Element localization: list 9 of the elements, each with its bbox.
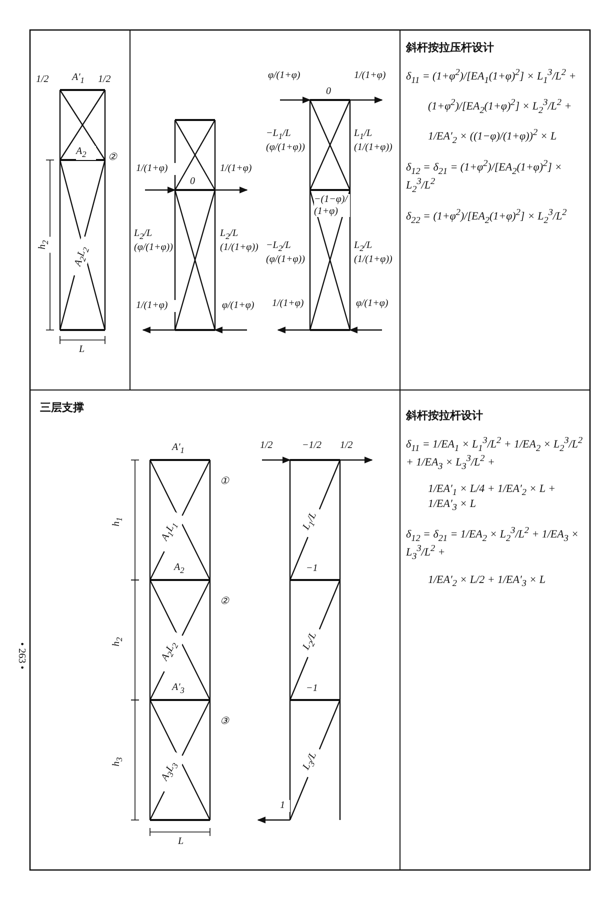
force-value: 1: [280, 800, 290, 812]
member-label: A$_{2}$: [76, 146, 96, 160]
force-value: −L$_{2}$/L (φ/(1+φ)): [266, 240, 308, 266]
force-value: L$_{2}$/L (φ/(1+φ)): [134, 228, 174, 254]
force-value: −L$_{1}$/L (φ/(1+φ)): [266, 128, 308, 154]
formula: δ$_{11}$ = 1/EA$_{1}$ × L$_{1}$$^{3}$/L$^{2}$ + 1/EA$_{2}$ × L$_{2}$$^{3}$/L$^{2}$ + 1/EA$_{3}$ × L$_{3}$$^{3}$/L$^{2}$ +: [406, 434, 584, 472]
force-value: 1/(1+φ): [136, 163, 176, 174]
force-value: −(1−φ)/ (1+φ): [314, 194, 350, 217]
force-value: 1/(1+φ): [136, 300, 176, 312]
